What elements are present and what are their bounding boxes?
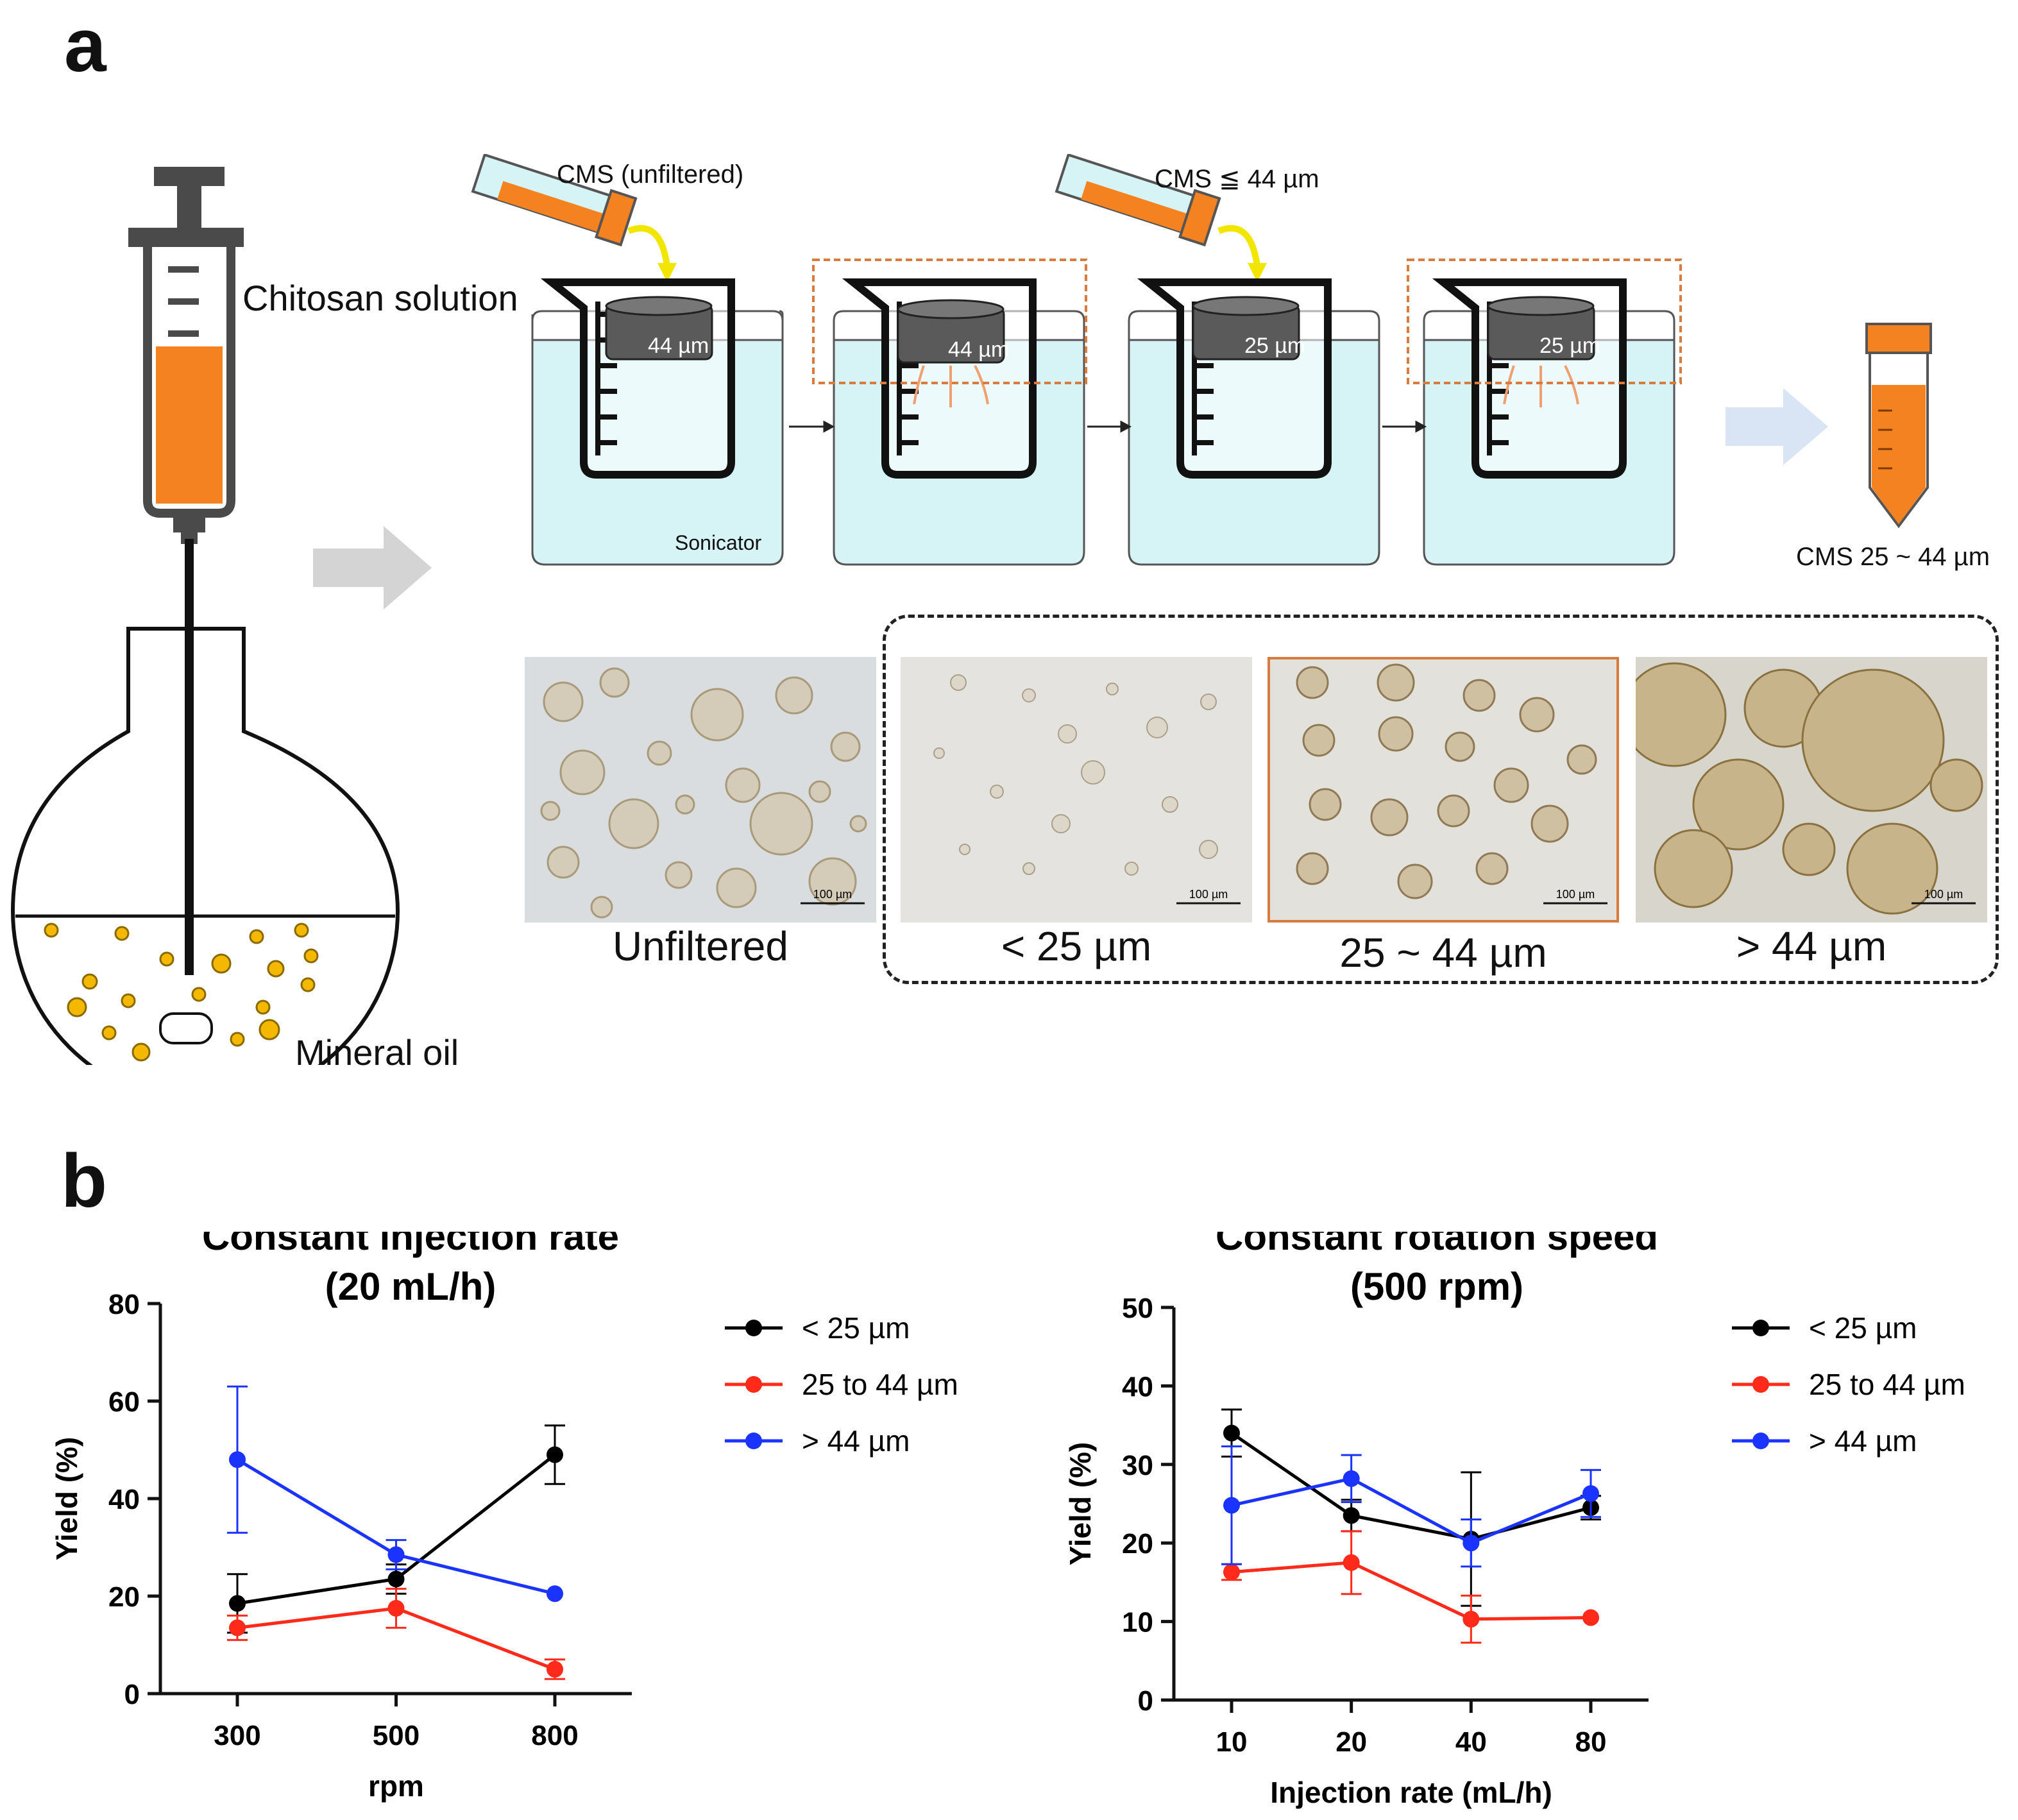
caption-25-44: 25 ~ 44 µm xyxy=(1339,930,1547,976)
data-point xyxy=(547,1661,563,1678)
product-label: CMS 25 ~ 44 µm xyxy=(1796,543,1990,571)
legend-swatch-marker xyxy=(1752,1376,1769,1393)
data-point xyxy=(1343,1507,1360,1524)
micrograph-25-44-highlighted: 100 µm xyxy=(1268,657,1619,923)
caption-lt25: < 25 µm xyxy=(1001,923,1152,969)
y-tick-label: 40 xyxy=(1122,1371,1153,1402)
data-point xyxy=(229,1619,246,1637)
panel-a-letter: a xyxy=(64,3,106,88)
x-axis-label: rpm xyxy=(368,1769,424,1803)
y-tick-label: 40 xyxy=(108,1484,140,1515)
chart-constant-injection-rate: Constant injection rate (20 mL/h) 0 20 40 60 8… xyxy=(50,1232,958,1803)
caption-unfiltered: Unfiltered xyxy=(613,923,788,969)
micrograph-gt44-scale: 100 µm xyxy=(1924,888,1963,901)
sonicator-label: Sonicator xyxy=(675,531,762,554)
data-point xyxy=(547,1446,563,1463)
legend-swatch-marker xyxy=(1752,1320,1769,1336)
series-line xyxy=(1231,1561,1591,1621)
grey-arrow-icon xyxy=(313,526,432,609)
data-point xyxy=(1223,1497,1240,1514)
data-point xyxy=(1582,1485,1599,1502)
y-axis-label: Yield (%) xyxy=(1064,1442,1097,1566)
data-point xyxy=(387,1600,405,1617)
legend-entry: 25 to 44 µm xyxy=(1809,1368,1965,1401)
data-point xyxy=(547,1585,563,1603)
legend-entry: > 44 µm xyxy=(802,1424,910,1458)
data-point xyxy=(1223,1424,1240,1442)
syringe-flask-illustration xyxy=(10,167,400,1065)
micrograph-lt25-scale: 100 µm xyxy=(1189,888,1228,901)
chart-title-line: (20 mL/h) xyxy=(325,1265,496,1308)
micrograph-unfiltered-scale: 100 µm xyxy=(813,888,852,901)
y-tick-label: 20 xyxy=(1122,1528,1153,1560)
chart-title-line: (500 rpm) xyxy=(1350,1265,1523,1308)
y-tick-label: 60 xyxy=(108,1386,140,1418)
data-point xyxy=(1463,1535,1480,1552)
data-point xyxy=(229,1451,246,1468)
data-point xyxy=(1223,1563,1240,1581)
legend-entry: < 25 µm xyxy=(802,1311,910,1345)
data-point xyxy=(1343,1554,1360,1571)
micrograph-25-44-scale: 100 µm xyxy=(1556,888,1595,901)
data-point xyxy=(1463,1610,1480,1628)
y-tick-label: 0 xyxy=(124,1679,140,1710)
sieve1-label: 44 µm xyxy=(648,334,709,358)
x-tick-label: 300 xyxy=(214,1720,260,1751)
y-tick-label: 30 xyxy=(1122,1450,1153,1481)
legend-entry: 25 to 44 µm xyxy=(802,1368,958,1401)
x-tick-label: 20 xyxy=(1335,1726,1367,1758)
filtered-group-box xyxy=(883,615,1999,984)
legend-entry: > 44 µm xyxy=(1809,1424,1917,1458)
micrograph-gt44: 100 µm xyxy=(1636,657,1987,923)
y-tick-label: 80 xyxy=(108,1289,140,1320)
series-line xyxy=(1230,1431,1591,1541)
x-tick-label: 80 xyxy=(1575,1726,1607,1758)
y-tick-label: 20 xyxy=(108,1581,140,1613)
legend-swatch-marker xyxy=(745,1376,762,1393)
y-tick-label: 10 xyxy=(1122,1607,1153,1638)
data-point xyxy=(1582,1609,1599,1626)
legend-swatch-marker xyxy=(1752,1433,1769,1449)
micrograph-unfiltered: 100 µm xyxy=(525,657,876,923)
x-tick-label: 800 xyxy=(531,1720,578,1751)
legend-swatch-marker xyxy=(745,1320,762,1336)
sieve4-label: 25 µm xyxy=(1539,334,1601,358)
data-point xyxy=(387,1546,405,1563)
legend-entry: < 25 µm xyxy=(1809,1311,1917,1345)
sieving-process-illustration xyxy=(471,154,1932,566)
panel-b-letter: b xyxy=(61,1139,108,1223)
chart-constant-rotation-speed: Constant rotation speed (500 rpm) 0 10 20 30 4… xyxy=(1064,1232,1965,1809)
x-axis-label: Injection rate (mL/h) xyxy=(1270,1776,1552,1809)
data-point xyxy=(229,1595,246,1612)
syringe-label: Chitosan solution xyxy=(242,278,518,318)
data-point xyxy=(1343,1470,1360,1487)
chart-title-line: Constant rotation speed xyxy=(1216,1232,1658,1258)
data-point xyxy=(387,1570,405,1588)
x-tick-label: 10 xyxy=(1216,1726,1248,1758)
series-line xyxy=(1231,1477,1591,1545)
y-tick-label: 50 xyxy=(1122,1293,1153,1324)
tube2-label: CMS ≦ 44 µm xyxy=(1155,165,1319,193)
tube1-label: CMS (unfiltered) xyxy=(557,160,744,189)
legend-swatch-marker xyxy=(745,1433,762,1449)
x-tick-label: 40 xyxy=(1455,1726,1487,1758)
y-tick-label: 0 xyxy=(1138,1685,1153,1717)
y-axis-label: Yield (%) xyxy=(50,1437,83,1561)
sieve2-label: 44 µm xyxy=(948,337,1010,362)
chart-title-line: Constant injection rate xyxy=(202,1232,619,1258)
x-tick-label: 500 xyxy=(373,1720,420,1751)
caption-gt44: > 44 µm xyxy=(1736,923,1887,969)
sieve3-label: 25 µm xyxy=(1244,334,1306,358)
flask-label: Mineral oil xyxy=(295,1032,459,1073)
micrograph-lt25: 100 µm xyxy=(901,657,1252,923)
